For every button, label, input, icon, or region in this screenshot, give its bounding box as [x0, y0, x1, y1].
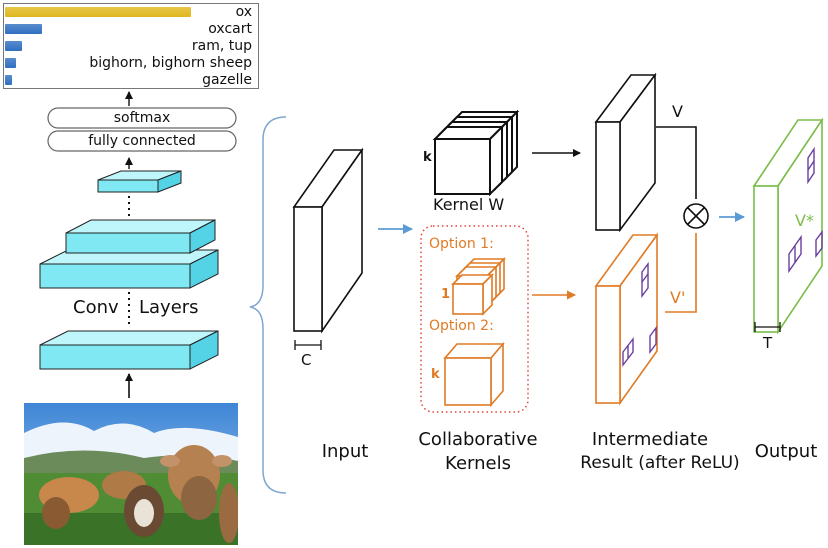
v-label: V	[672, 102, 683, 121]
fully-connected-label: fully connected	[88, 133, 196, 149]
prediction-bar-ram	[5, 41, 22, 51]
intermediate-tensor	[594, 232, 659, 406]
option1-kernel-stack	[451, 257, 506, 316]
prediction-bar-ox	[5, 7, 191, 17]
caption-collaborative-1: Collaborative	[418, 429, 538, 450]
conv-label-left: Conv	[73, 297, 119, 318]
kernel-w-stack	[432, 109, 520, 197]
softmax-label: softmax	[113, 110, 171, 126]
conv-layer-top	[97, 170, 182, 193]
kernel-w-label: Kernel W	[433, 195, 505, 214]
kernel-k-label: k	[423, 150, 432, 165]
conv-layer-3	[65, 219, 216, 254]
output-tensor	[752, 117, 824, 335]
caption-intermediate-2: Result (after ReLU)	[580, 453, 740, 473]
option2-dim-label: k	[431, 367, 440, 382]
v-line	[656, 126, 697, 199]
prediction-bar-oxcart	[5, 24, 42, 34]
blue-brace	[249, 116, 287, 494]
v-tensor	[594, 72, 657, 233]
option2-label: Option 2:	[429, 318, 494, 334]
prediction-bar-gazelle	[5, 75, 12, 85]
prediction-box: ox oxcart ram, tup bighorn, bighorn shee…	[3, 3, 259, 89]
conv-layer-2	[39, 249, 219, 289]
caption-output: Output	[754, 441, 818, 462]
v-star-label: V*	[795, 211, 814, 230]
v-prime-label: V'	[670, 288, 686, 307]
prediction-label-oxcart: oxcart	[208, 21, 252, 37]
output-activations	[788, 146, 823, 274]
prediction-label-gazelle: gazelle	[202, 72, 252, 88]
caption-intermediate-1: Intermediate	[591, 429, 709, 450]
prediction-label-ox: ox	[235, 4, 252, 20]
caption-collaborative-2: Kernels	[445, 453, 511, 474]
c-dimension-marker	[294, 340, 322, 350]
option1-dim-label: 1	[441, 287, 451, 302]
v-prime-line	[665, 233, 697, 313]
prediction-label-ram: ram, tup	[191, 38, 252, 54]
prediction-bar-bighorn	[5, 58, 16, 68]
t-label: T	[763, 334, 773, 352]
option2-kernel-cube	[443, 341, 505, 408]
collaborative-kernels-box	[420, 225, 529, 413]
input-tensor	[292, 147, 364, 334]
softmax-box	[47, 107, 237, 129]
option1-label: Option 1:	[429, 236, 494, 252]
conv-label-right: Layers	[139, 297, 199, 318]
c-label: C	[301, 351, 312, 369]
input-photo-cows	[24, 403, 238, 545]
prediction-label-bighorn: bighorn, bighorn sheep	[89, 55, 252, 71]
fully-connected-box	[47, 130, 237, 152]
intermediate-activations	[622, 261, 657, 368]
t-dimension-marker	[754, 322, 781, 332]
conv-layer-bottom	[39, 330, 219, 370]
caption-input: Input	[321, 441, 369, 462]
